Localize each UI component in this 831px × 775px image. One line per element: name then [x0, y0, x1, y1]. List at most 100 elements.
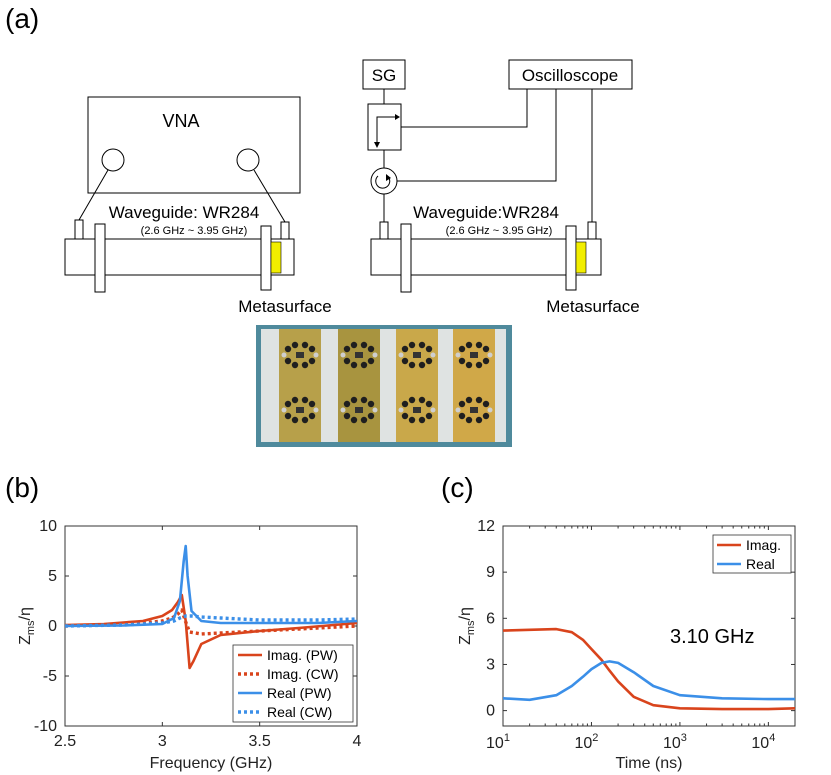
y-tick-label: 0 — [486, 703, 495, 720]
probe-right-2 — [587, 221, 597, 240]
copper-strip — [338, 329, 380, 442]
series-line-2 — [503, 660, 795, 702]
chart-c-legend-box — [712, 534, 792, 574]
wire-coupler-scope-1 — [401, 89, 528, 128]
component-cluster — [340, 341, 378, 369]
y-tick-label: 6 — [486, 610, 495, 627]
y-tick-label: 0 — [48, 618, 57, 635]
x-tick-label: 3 — [158, 733, 167, 750]
y-tick-label: -5 — [43, 668, 57, 685]
vna-port-1 — [101, 148, 125, 172]
metasurface-sample-left — [270, 241, 282, 274]
component-cluster — [398, 341, 436, 369]
vna-port-2 — [236, 148, 260, 172]
vna-setup: VNA Waveguide: WR284 (2.6 GHz ~ 3.95 GHz… — [64, 96, 332, 316]
x-tick-label: 103 — [663, 732, 687, 752]
y-tick-label: 9 — [486, 564, 495, 581]
x-tick-label: 4 — [353, 733, 362, 750]
y-tick-label: 5 — [48, 568, 57, 585]
copper-strip — [453, 329, 495, 442]
y-tick-label: 10 — [39, 518, 57, 535]
series-line-4 — [65, 614, 357, 628]
vna-label: VNA — [162, 111, 199, 131]
series-line-3 — [65, 544, 357, 628]
y-tick-label: 3 — [486, 656, 495, 673]
cable-left-2 — [253, 169, 286, 223]
coupler-arrow-icon — [376, 116, 395, 144]
component-cluster — [281, 396, 319, 424]
chart-b-legend: Imag. (PW) Imag. (CW) Real (PW) Real (CW) — [232, 644, 354, 723]
circulator-icon — [370, 167, 398, 195]
vna-box — [87, 96, 301, 194]
component-cluster — [455, 341, 493, 369]
metasurface-photo — [256, 325, 512, 447]
metasurface-label-right: Metasurface — [546, 297, 640, 316]
legend-label: Real (CW) — [267, 704, 332, 720]
x-tick-label: 3.5 — [249, 733, 271, 750]
chart-b-ylabel-rest: /η — [17, 607, 34, 620]
chart-b-legend-box — [232, 644, 354, 723]
copper-strip — [279, 329, 321, 442]
y-tick-label: -10 — [34, 718, 57, 735]
chart-b-ylabel: Zms/η — [17, 607, 37, 645]
sg-label: SG — [372, 66, 397, 85]
chart-c-xlabel: Time (ns) — [616, 755, 683, 772]
chart-c-legend: Imag.Real — [712, 534, 792, 574]
chart-b-ylabel-main: Z — [17, 635, 34, 645]
chart-c-annotation: 3.10 GHz — [670, 626, 754, 648]
oscilloscope-label: Oscilloscope — [522, 66, 618, 85]
x-tick-label: 101 — [486, 732, 510, 752]
pulse-setup: SG Oscilloscope Waveguide:WR284 (2.6 GHz… — [362, 59, 640, 316]
band-label-left: (2.6 GHz ~ 3.95 GHz) — [141, 225, 248, 237]
probe-left-1 — [74, 219, 84, 240]
flange-right-2 — [565, 225, 577, 291]
y-tick-label: 12 — [477, 518, 495, 535]
flange-left-2 — [260, 225, 272, 291]
coupler-arrowhead-down — [374, 142, 380, 148]
component-cluster — [281, 341, 319, 369]
sg-box — [362, 59, 406, 90]
probe-left-2 — [280, 221, 290, 240]
panel-label-b: (b) — [5, 472, 39, 503]
copper-strip — [396, 329, 438, 442]
chart-c-series — [503, 627, 795, 711]
circulator-arrow — [375, 175, 391, 189]
chart-c-ylabel-rest: /η — [457, 607, 474, 620]
series-line-1 — [503, 627, 795, 711]
chart-b-xlabel: Frequency (GHz) — [150, 755, 273, 772]
wire-circulator-scope — [397, 89, 557, 182]
legend-label: Imag. — [746, 537, 781, 553]
chart-c-ylabel: Zms/η — [457, 607, 477, 645]
metasurface-label-left: Metasurface — [238, 297, 332, 316]
waveguide-label-left: Waveguide: WR284 — [109, 203, 260, 222]
copper-strips — [279, 329, 495, 442]
chart-c-ylabel-main: Z — [457, 635, 474, 645]
chart-b-ticks: 2.5 3 3.5 4 -10 -5 0 5 10 — [34, 518, 362, 750]
band-label-right: (2.6 GHz ~ 3.95 GHz) — [446, 225, 553, 237]
svg-text:Zms/η: Zms/η — [17, 607, 37, 645]
legend-label: Imag. (CW) — [267, 666, 339, 682]
coupler-arrowhead-right — [395, 114, 400, 120]
legend-label: Real (PW) — [267, 685, 332, 701]
panel-label-c: (c) — [441, 472, 474, 503]
probe-right-1 — [379, 221, 389, 240]
waveguide-label-right: Waveguide:WR284 — [413, 203, 559, 222]
legend-label: Imag. (PW) — [267, 647, 338, 663]
flange-right-1 — [400, 223, 412, 293]
panel-label-a: (a) — [5, 3, 39, 34]
metasurface-sample-right — [575, 241, 587, 274]
chart-b-ylabel-sub: ms — [25, 620, 37, 635]
flange-left-1 — [94, 223, 106, 293]
oscilloscope-box — [508, 59, 633, 90]
component-cluster — [455, 396, 493, 424]
chart-b-series — [65, 544, 357, 670]
circulator-arrowhead — [386, 174, 391, 181]
coupler-box — [367, 103, 402, 151]
x-tick-label: 2.5 — [54, 733, 76, 750]
component-cluster — [340, 396, 378, 424]
x-tick-label: 102 — [574, 732, 598, 752]
component-cluster — [398, 396, 436, 424]
